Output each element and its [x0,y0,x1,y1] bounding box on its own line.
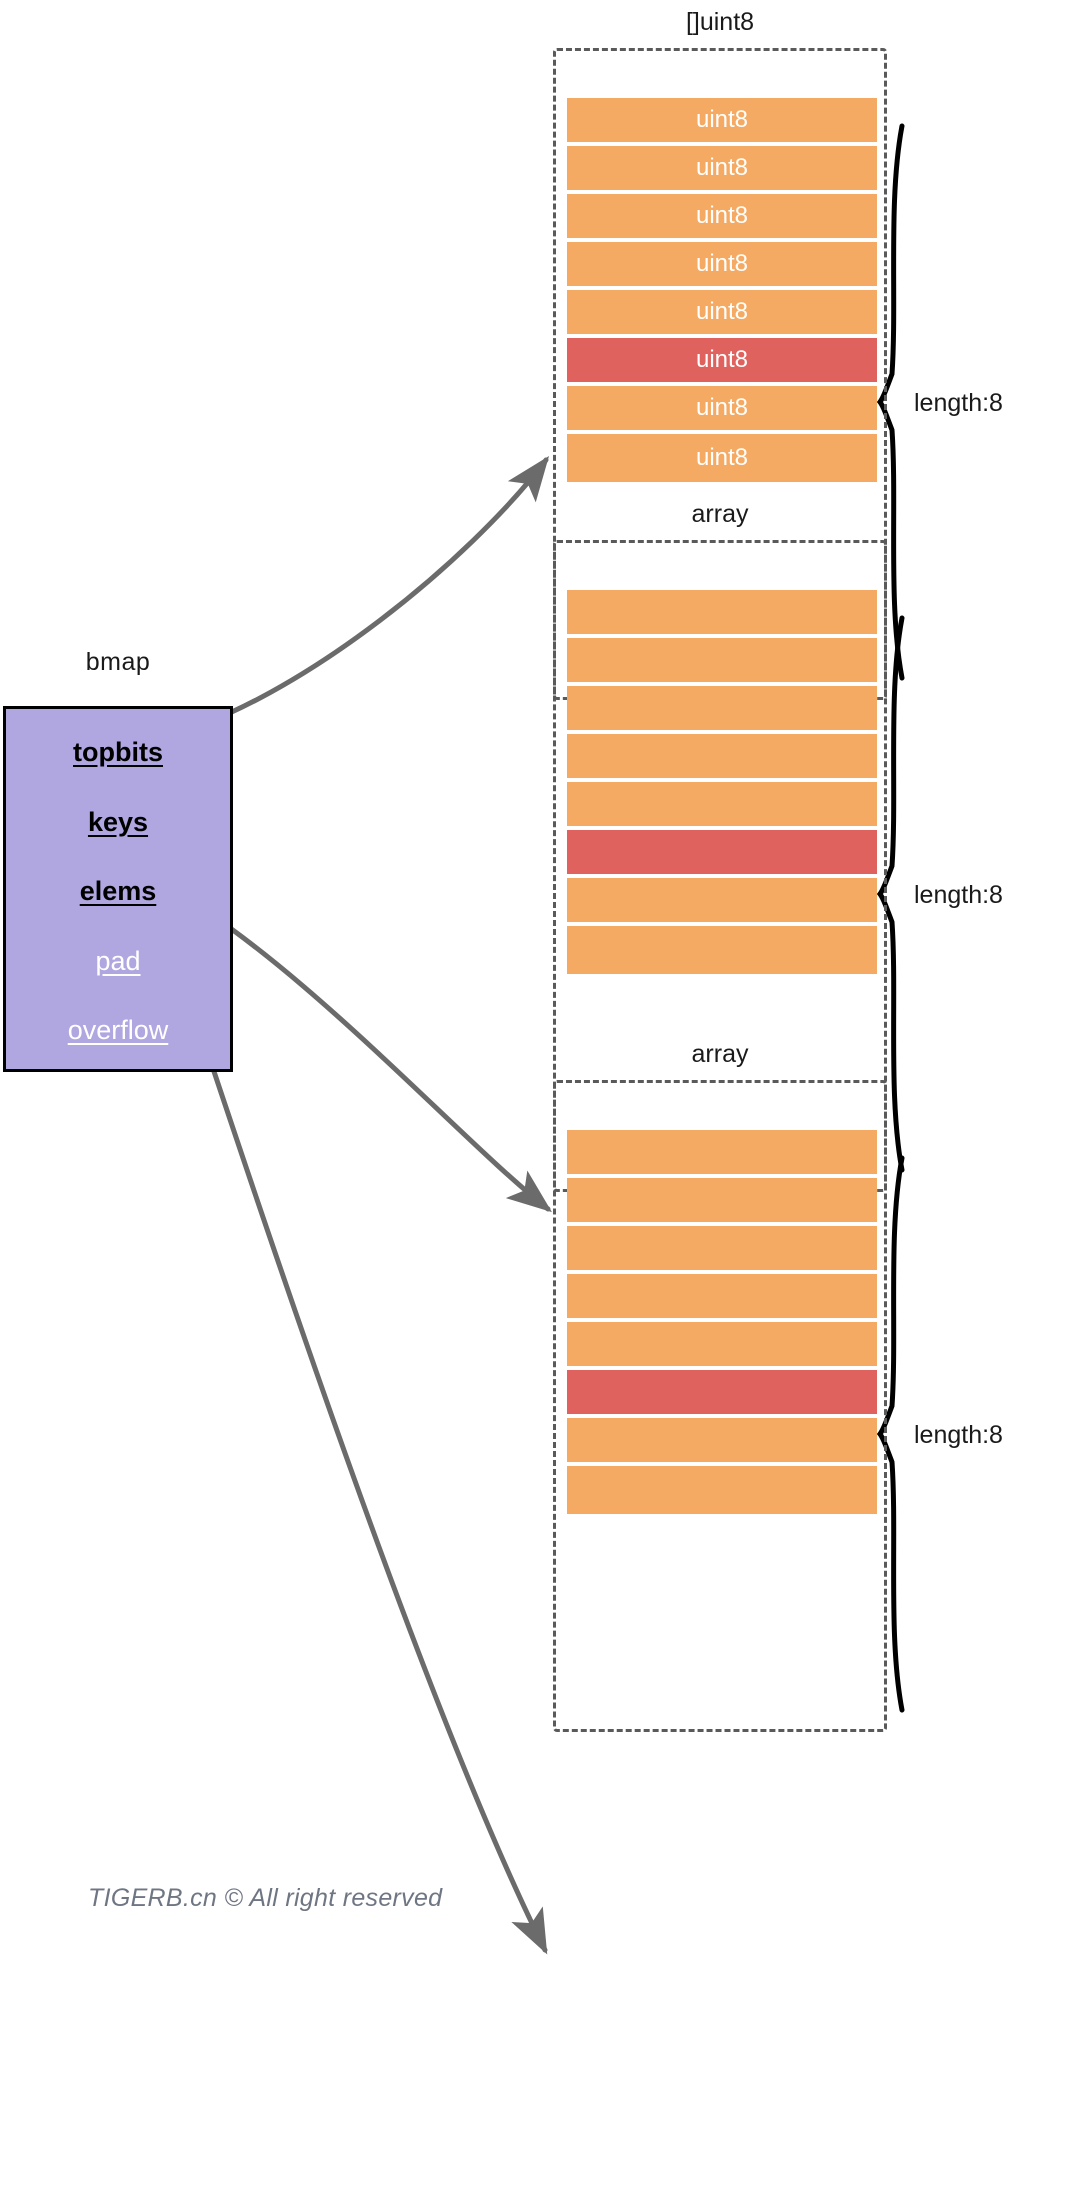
struct-field-pad-label: pad [95,946,141,976]
array-cell[interactable] [567,1322,877,1370]
watermark: TIGERB.cn © All right reserved [88,1884,443,1912]
array-title-1: array [691,500,749,528]
array-cell[interactable] [567,638,877,686]
array-cells-2 [567,1130,877,1514]
array-title-2: array [691,1040,749,1068]
array-cells-1 [567,590,877,974]
array-cell[interactable] [567,1226,877,1274]
struct-field-elems[interactable]: elems [6,876,230,907]
array-cell[interactable] [567,1274,877,1322]
struct-box[interactable]: topbits keys elems pad overflow [3,706,233,1072]
array-cell[interactable] [567,1418,877,1466]
struct-title: bmap [85,648,151,676]
array-cell-highlighted[interactable] [567,830,877,878]
array-cells-0: uint8 uint8 uint8 uint8 uint8 uint8 uint… [567,98,877,482]
array-cell[interactable]: uint8 [567,146,877,194]
array-cell-highlighted[interactable] [567,1370,877,1418]
array-cell[interactable]: uint8 [567,194,877,242]
struct-field-overflow[interactable]: overflow [6,1015,230,1046]
array-cell[interactable] [567,1130,877,1178]
array-cell[interactable] [567,686,877,734]
array-cell[interactable] [567,782,877,830]
struct-field-topbits[interactable]: topbits [6,737,230,768]
array-cell[interactable] [567,1466,877,1514]
array-cell[interactable] [567,734,877,782]
struct-field-keys-label: keys [87,807,149,837]
array-cell[interactable]: uint8 [567,290,877,338]
array-cell[interactable] [567,878,877,926]
struct-field-elems-label: elems [79,876,157,906]
length-label-1: length:8 [914,881,1003,909]
array-container-2 [553,1080,887,1732]
array-cell[interactable] [567,590,877,638]
array-cell[interactable]: uint8 [567,242,877,290]
struct-field-topbits-label: topbits [73,737,163,767]
array-cell[interactable]: uint8 [567,386,877,434]
array-cell[interactable]: uint8 [567,434,877,482]
struct-field-overflow-label: overflow [67,1015,169,1045]
array-cell[interactable]: uint8 [567,98,877,146]
connector-topbits-to-uint8 [162,456,550,740]
struct-field-pad[interactable]: pad [6,946,230,977]
array-title-0: []uint8 [685,8,755,36]
array-cell-highlighted[interactable]: uint8 [567,338,877,386]
struct-field-keys[interactable]: keys [6,807,230,838]
array-cell[interactable] [567,1178,877,1226]
length-label-0: length:8 [914,389,1003,417]
length-label-2: length:8 [914,1421,1003,1449]
array-cell[interactable] [567,926,877,974]
